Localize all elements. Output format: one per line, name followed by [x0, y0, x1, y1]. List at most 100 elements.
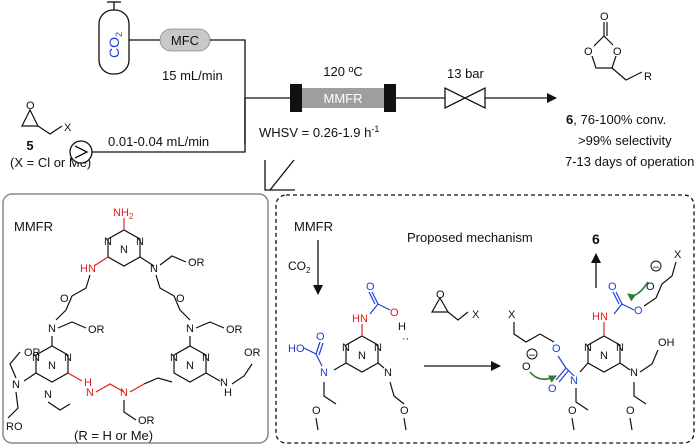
svg-text:O: O: [366, 281, 375, 293]
svg-text:O: O: [552, 343, 561, 355]
svg-text:··: ··: [402, 333, 409, 345]
zoom-indicator: [264, 159, 295, 191]
svg-text:N: N: [44, 389, 52, 401]
svg-text:N: N: [32, 352, 40, 364]
svg-text:O: O: [312, 405, 321, 417]
svg-text:N: N: [120, 244, 128, 256]
svg-text:N: N: [104, 236, 112, 248]
svg-text:N: N: [186, 360, 194, 372]
co2-to-mixer-line: [210, 39, 246, 144]
svg-text:O: O: [176, 293, 185, 305]
svg-text:H: H: [84, 377, 92, 389]
epoxide-number: 5: [26, 138, 33, 153]
svg-text:H: H: [224, 387, 232, 399]
mechanism-co2-label: CO2: [288, 259, 311, 275]
co2-flow-rate: 15 mL/min: [162, 68, 223, 83]
pump-icon: [69, 140, 93, 164]
svg-text:R: R: [644, 71, 652, 83]
svg-text:OH: OH: [658, 337, 675, 349]
svg-text:OR: OR: [138, 415, 155, 427]
svg-text:N: N: [150, 263, 158, 275]
svg-text:O: O: [400, 405, 409, 417]
reactor-label: MMFR: [324, 91, 363, 106]
svg-text:O: O: [390, 307, 399, 319]
svg-text:HN: HN: [352, 313, 368, 325]
svg-text:N: N: [374, 342, 382, 354]
svg-text:X: X: [64, 122, 72, 134]
svg-text:N: N: [120, 387, 128, 399]
svg-text:O: O: [646, 281, 655, 293]
svg-text:O: O: [436, 289, 445, 301]
svg-text:O: O: [626, 405, 635, 417]
svg-text:NH2: NH2: [113, 207, 134, 221]
svg-text:OR: OR: [24, 347, 41, 359]
svg-text:O: O: [548, 383, 557, 395]
product-summary: 6, 76-100% conv.: [566, 112, 666, 127]
left-box-title: MMFR: [14, 219, 53, 234]
svg-text:N: N: [600, 350, 608, 362]
svg-text:O: O: [568, 405, 577, 417]
svg-text:N: N: [186, 323, 194, 335]
pump-flow-rate: 0.01-0.04 mL/min: [108, 134, 209, 149]
svg-text:–: –: [529, 349, 536, 361]
svg-text:N: N: [86, 387, 94, 399]
mfc-unit: MFC: [159, 28, 211, 52]
svg-text:N: N: [48, 360, 56, 372]
pump-line: [92, 98, 246, 153]
svg-text:HN: HN: [592, 311, 608, 323]
svg-text:O: O: [608, 281, 617, 293]
reactor-temperature: 120 ºC: [323, 64, 362, 79]
svg-text:X: X: [674, 249, 682, 261]
svg-text:N: N: [342, 342, 350, 354]
back-pressure-valve-icon: [444, 86, 486, 110]
svg-text:O: O: [26, 100, 35, 112]
svg-text:N: N: [358, 350, 366, 362]
mechanism-box: [275, 194, 695, 444]
svg-text:N: N: [170, 352, 178, 364]
svg-text:O: O: [60, 293, 69, 305]
co2-cylinder-icon: CO2: [98, 1, 130, 75]
mechanism-title: Proposed mechanism: [407, 230, 533, 245]
co2-cylinder-label: CO2: [106, 32, 124, 58]
mmfr-structure-box: [2, 193, 269, 444]
svg-text:N: N: [136, 236, 144, 248]
svg-text:OR: OR: [244, 347, 261, 359]
svg-text:N: N: [12, 379, 20, 391]
svg-text:O: O: [634, 305, 643, 317]
product-operation: 7-13 days of operation: [565, 154, 694, 169]
svg-text:OR: OR: [88, 324, 105, 336]
svg-text:–: –: [653, 261, 660, 273]
svg-text:N: N: [48, 323, 56, 335]
svg-text:X: X: [508, 309, 516, 321]
epoxide-5-structure: O X: [21, 100, 72, 135]
reactor-mmfr: MMFR: [290, 84, 396, 112]
svg-text:O: O: [600, 11, 609, 23]
mmfr-polymer-structure: NH2 HN N N N N OR O O N OR N OR N N N N …: [6, 207, 261, 433]
epoxide-note: (X = Cl or Me): [10, 155, 91, 170]
svg-text:O: O: [584, 46, 593, 58]
svg-text:N: N: [384, 367, 392, 379]
whsv-label: WHSV = 0.26-1.9 h-1: [259, 124, 379, 140]
svg-text:HN: HN: [80, 263, 96, 275]
mechanism-epoxide: O X: [430, 289, 480, 321]
svg-text:O: O: [522, 361, 531, 373]
svg-text:OR: OR: [188, 257, 205, 269]
svg-text:N: N: [584, 342, 592, 354]
svg-text:N: N: [630, 367, 638, 379]
svg-text:O: O: [316, 331, 325, 343]
svg-text:N: N: [320, 367, 328, 379]
mfc-label: MFC: [171, 33, 199, 48]
svg-text:O: O: [613, 46, 622, 58]
carbamate-triazine-left: N N N HN O O H ·· N N O HO O O: [288, 281, 409, 431]
svg-text:N: N: [64, 352, 72, 364]
ring-opened-intermediate: X – O O O N N N N HN O O O – X N: [508, 249, 682, 431]
r-group-note: (R = H or Me): [74, 428, 153, 443]
svg-text:N: N: [616, 342, 624, 354]
cyclic-carbonate-6-structure: O O O R: [584, 11, 652, 83]
mechanism-product-number: 6: [592, 231, 600, 247]
svg-text:OR: OR: [226, 324, 243, 336]
svg-text:X: X: [472, 309, 480, 321]
mechanism-mmfr-label: MMFR: [294, 219, 333, 234]
svg-text:N: N: [220, 377, 228, 389]
